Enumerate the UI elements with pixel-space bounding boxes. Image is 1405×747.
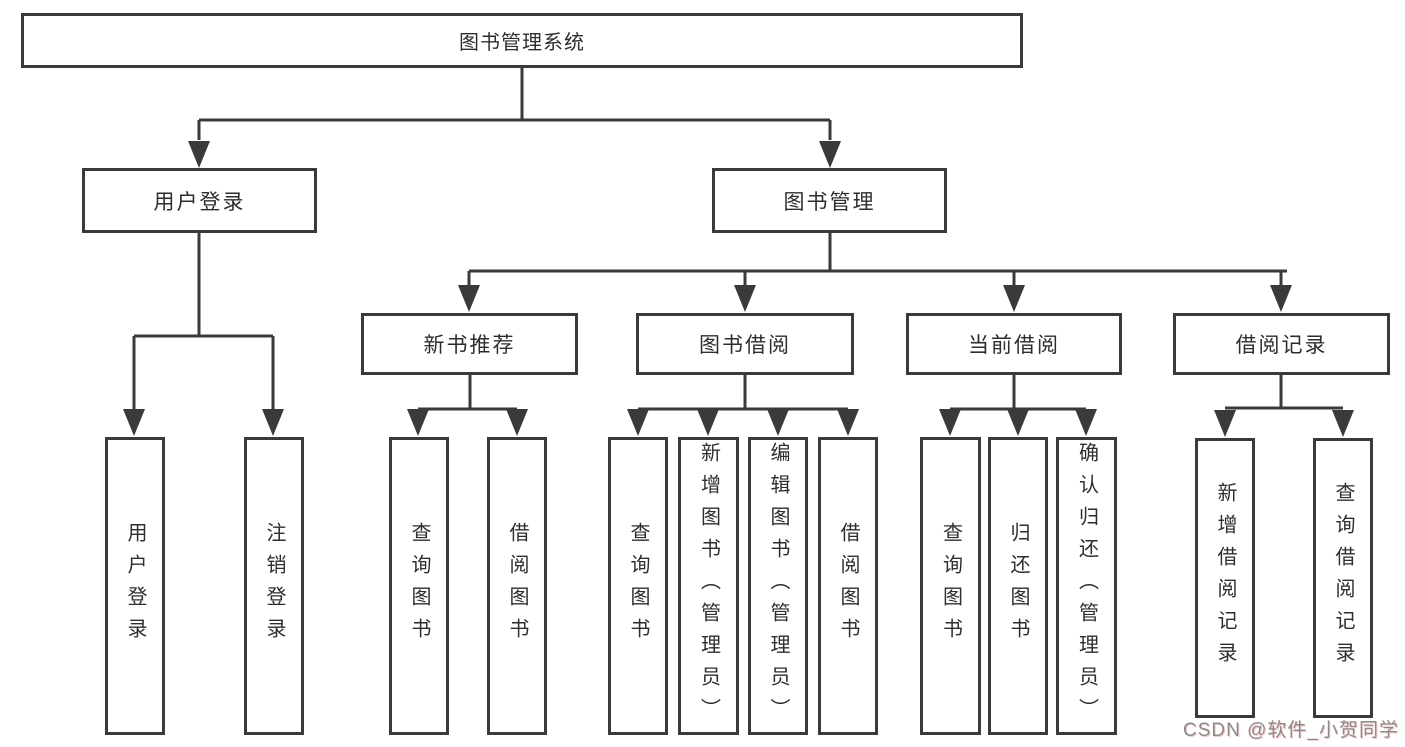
- node-system-label: 图书管理系统: [459, 32, 585, 54]
- node-book-borrow: 图书借阅: [636, 313, 854, 375]
- leaf-borrow-borrow-book-label: 借阅图书: [837, 522, 859, 650]
- node-book-management-label: 图书管理: [783, 190, 876, 214]
- leaf-record-add-borrow-record: 新增借阅记录: [1195, 438, 1255, 718]
- leaf-current-return-book-label: 归还图书: [1007, 522, 1029, 650]
- node-borrow-record-label: 借阅记录: [1235, 334, 1328, 357]
- leaf-recommend-borrow-book-label: 借阅图书: [506, 522, 528, 650]
- node-book-borrow-label: 图书借阅: [699, 334, 791, 357]
- leaf-borrow-query-book-label: 查询图书: [627, 522, 649, 650]
- leaf-borrow-add-book-admin-label: 新增图书（管理员）: [697, 442, 720, 730]
- leaf-current-confirm-return-admin: 确认归还（管理员）: [1056, 437, 1117, 735]
- leaf-borrow-add-book-admin: 新增图书（管理员）: [678, 437, 739, 735]
- leaf-recommend-borrow-book: 借阅图书: [487, 437, 547, 735]
- leaf-current-query-book: 查询图书: [920, 437, 981, 735]
- leaf-record-query-borrow-record: 查询借阅记录: [1313, 438, 1373, 718]
- leaf-user-login: 用户登录: [105, 437, 165, 735]
- node-new-book-recommend: 新书推荐: [361, 313, 578, 375]
- leaf-current-confirm-return-admin-label: 确认归还（管理员）: [1075, 442, 1098, 730]
- leaf-user-login-label: 用户登录: [124, 522, 146, 650]
- leaf-borrow-query-book: 查询图书: [608, 437, 668, 735]
- leaf-borrow-edit-book-admin-label: 编辑图书（管理员）: [767, 442, 789, 730]
- node-system: 图书管理系统: [21, 13, 1023, 68]
- leaf-record-query-borrow-record-label: 查询借阅记录: [1332, 482, 1354, 674]
- leaf-logout: 注销登录: [244, 437, 304, 735]
- node-new-book-recommend-label: 新书推荐: [423, 334, 516, 357]
- leaf-current-return-book: 归还图书: [988, 437, 1048, 735]
- leaf-borrow-edit-book-admin: 编辑图书（管理员）: [748, 437, 808, 735]
- node-user-login: 用户登录: [82, 168, 317, 233]
- node-user-login-label: 用户登录: [153, 190, 246, 214]
- leaf-recommend-query-book: 查询图书: [389, 437, 449, 735]
- leaf-current-query-book-label: 查询图书: [939, 522, 962, 650]
- node-book-management: 图书管理: [712, 168, 947, 233]
- leaf-logout-label: 注销登录: [263, 522, 285, 650]
- node-borrow-record: 借阅记录: [1173, 313, 1390, 375]
- leaf-borrow-borrow-book: 借阅图书: [818, 437, 878, 735]
- leaf-record-add-borrow-record-label: 新增借阅记录: [1214, 482, 1236, 674]
- csdn-watermark: CSDN @软件_小贺同学: [1183, 720, 1399, 741]
- leaf-recommend-query-book-label: 查询图书: [408, 522, 430, 650]
- node-current-borrow-label: 当前借阅: [968, 334, 1060, 357]
- node-current-borrow: 当前借阅: [906, 313, 1122, 375]
